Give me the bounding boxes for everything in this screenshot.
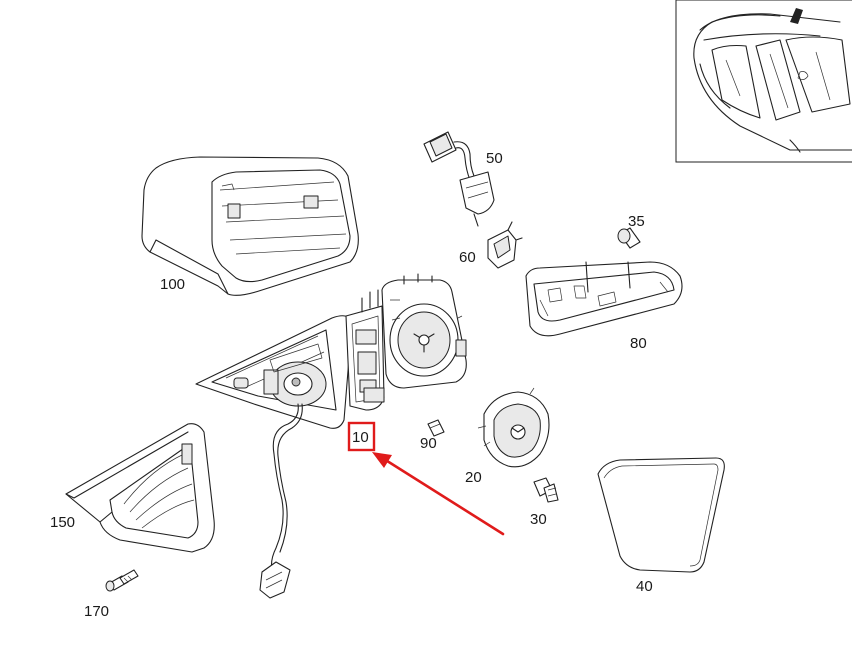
part-100-mirror-housing bbox=[141, 156, 359, 296]
car-location-inset bbox=[675, 0, 852, 163]
highlight-arrow bbox=[382, 457, 505, 536]
part-60-connector bbox=[487, 221, 523, 269]
part-40-mirror-glass bbox=[597, 457, 725, 573]
arrowhead-icon bbox=[372, 452, 392, 468]
part-10-mirror-base bbox=[195, 273, 467, 599]
highlight-box bbox=[347, 421, 376, 452]
part-90-screw bbox=[427, 419, 445, 437]
label-80[interactable]: 80 bbox=[630, 335, 647, 352]
part-80-turn-signal bbox=[525, 261, 683, 337]
part-30-screw bbox=[533, 477, 559, 503]
label-60[interactable]: 60 bbox=[459, 249, 476, 266]
label-150[interactable]: 150 bbox=[50, 514, 75, 531]
part-170-screw bbox=[105, 569, 139, 592]
label-20[interactable]: 20 bbox=[465, 469, 482, 486]
label-30[interactable]: 30 bbox=[530, 511, 547, 528]
label-40[interactable]: 40 bbox=[636, 578, 653, 595]
label-170[interactable]: 170 bbox=[84, 603, 109, 620]
label-50[interactable]: 50 bbox=[486, 150, 503, 167]
label-100[interactable]: 100 bbox=[160, 276, 185, 293]
part-50-connector-cable bbox=[423, 131, 495, 227]
label-35[interactable]: 35 bbox=[628, 213, 645, 230]
label-90[interactable]: 90 bbox=[420, 435, 437, 452]
part-35-bulb bbox=[617, 227, 641, 249]
label-10[interactable]: 10 bbox=[352, 429, 369, 446]
part-20-adjuster bbox=[477, 387, 550, 468]
part-150-triangle-cover bbox=[65, 423, 215, 553]
highlight-annotation bbox=[347, 421, 505, 536]
callout-labels: 10 20 30 35 40 50 60 80 90 100 150 170 bbox=[50, 150, 653, 620]
